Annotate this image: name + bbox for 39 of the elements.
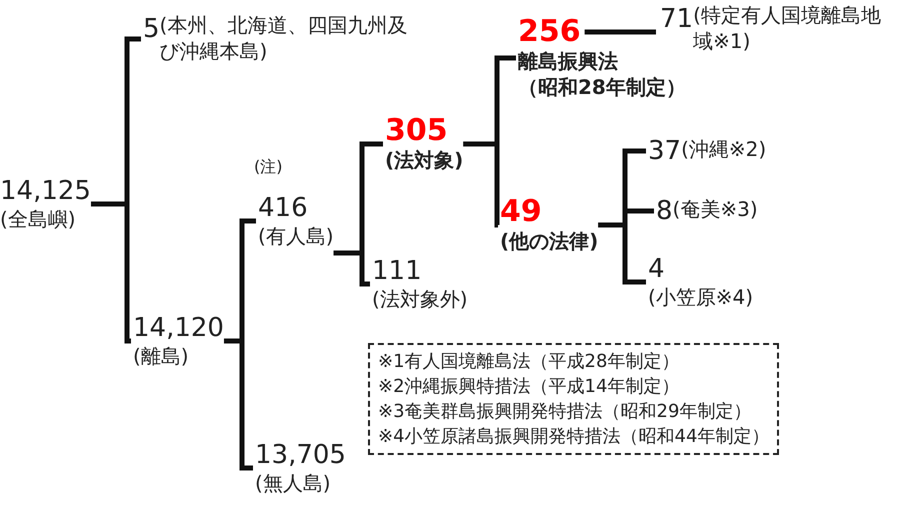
category-label: 離島振興法 xyxy=(518,48,618,74)
count-number: 49 xyxy=(500,196,542,228)
connector-line xyxy=(584,30,656,34)
count-number: 256 xyxy=(518,16,581,48)
count-number: 71 xyxy=(660,4,694,34)
count-number: 14,120 xyxy=(133,313,224,343)
count-number: 111 xyxy=(372,256,422,286)
note-mark: (注) xyxy=(254,157,282,178)
category-label: (法対象外) xyxy=(372,286,468,312)
category-label: (奄美※3) xyxy=(672,196,758,222)
category-label: (特定有人国境離島地域※1) xyxy=(693,2,882,54)
category-label: (小笠原※4) xyxy=(648,284,754,310)
count-number: 4 xyxy=(648,254,665,284)
footnote-text: ※2沖縄振興特措法（平成14年制定） xyxy=(378,375,680,399)
category-label: (法対象) xyxy=(385,147,464,173)
count-number: 14,125 xyxy=(0,176,91,206)
bracket-line xyxy=(334,250,370,286)
category-label: (本州、北海道、四国九州及び沖縄本島) xyxy=(160,12,408,64)
category-label: （昭和28年制定） xyxy=(518,74,686,100)
category-label: (離島) xyxy=(133,343,189,369)
category-label: (無人島) xyxy=(255,470,331,496)
category-label: (有人島) xyxy=(258,223,334,249)
count-number: 13,705 xyxy=(255,440,346,470)
count-number: 37 xyxy=(648,136,682,166)
bracket-line xyxy=(224,338,253,470)
count-number: 5 xyxy=(143,14,160,44)
category-label: (他の法律) xyxy=(500,228,598,254)
bracket-line xyxy=(598,222,646,284)
bracket-line xyxy=(90,202,131,344)
bracket-line xyxy=(463,142,500,228)
notes-box xyxy=(368,343,780,455)
category-label: (全島嶼) xyxy=(0,206,76,232)
footnote-text: ※3奄美群島振興開発特措法（昭和29年制定） xyxy=(378,400,752,424)
count-number: 8 xyxy=(656,196,673,226)
footnote-text: ※4小笠原諸島振興開発特措法（昭和44年制定） xyxy=(378,425,770,449)
category-label: (沖縄※2) xyxy=(681,136,766,162)
footnote-text: ※1有人国境離島法（平成28年制定） xyxy=(378,350,680,374)
count-number: 416 xyxy=(258,193,308,223)
count-number: 305 xyxy=(385,115,448,147)
